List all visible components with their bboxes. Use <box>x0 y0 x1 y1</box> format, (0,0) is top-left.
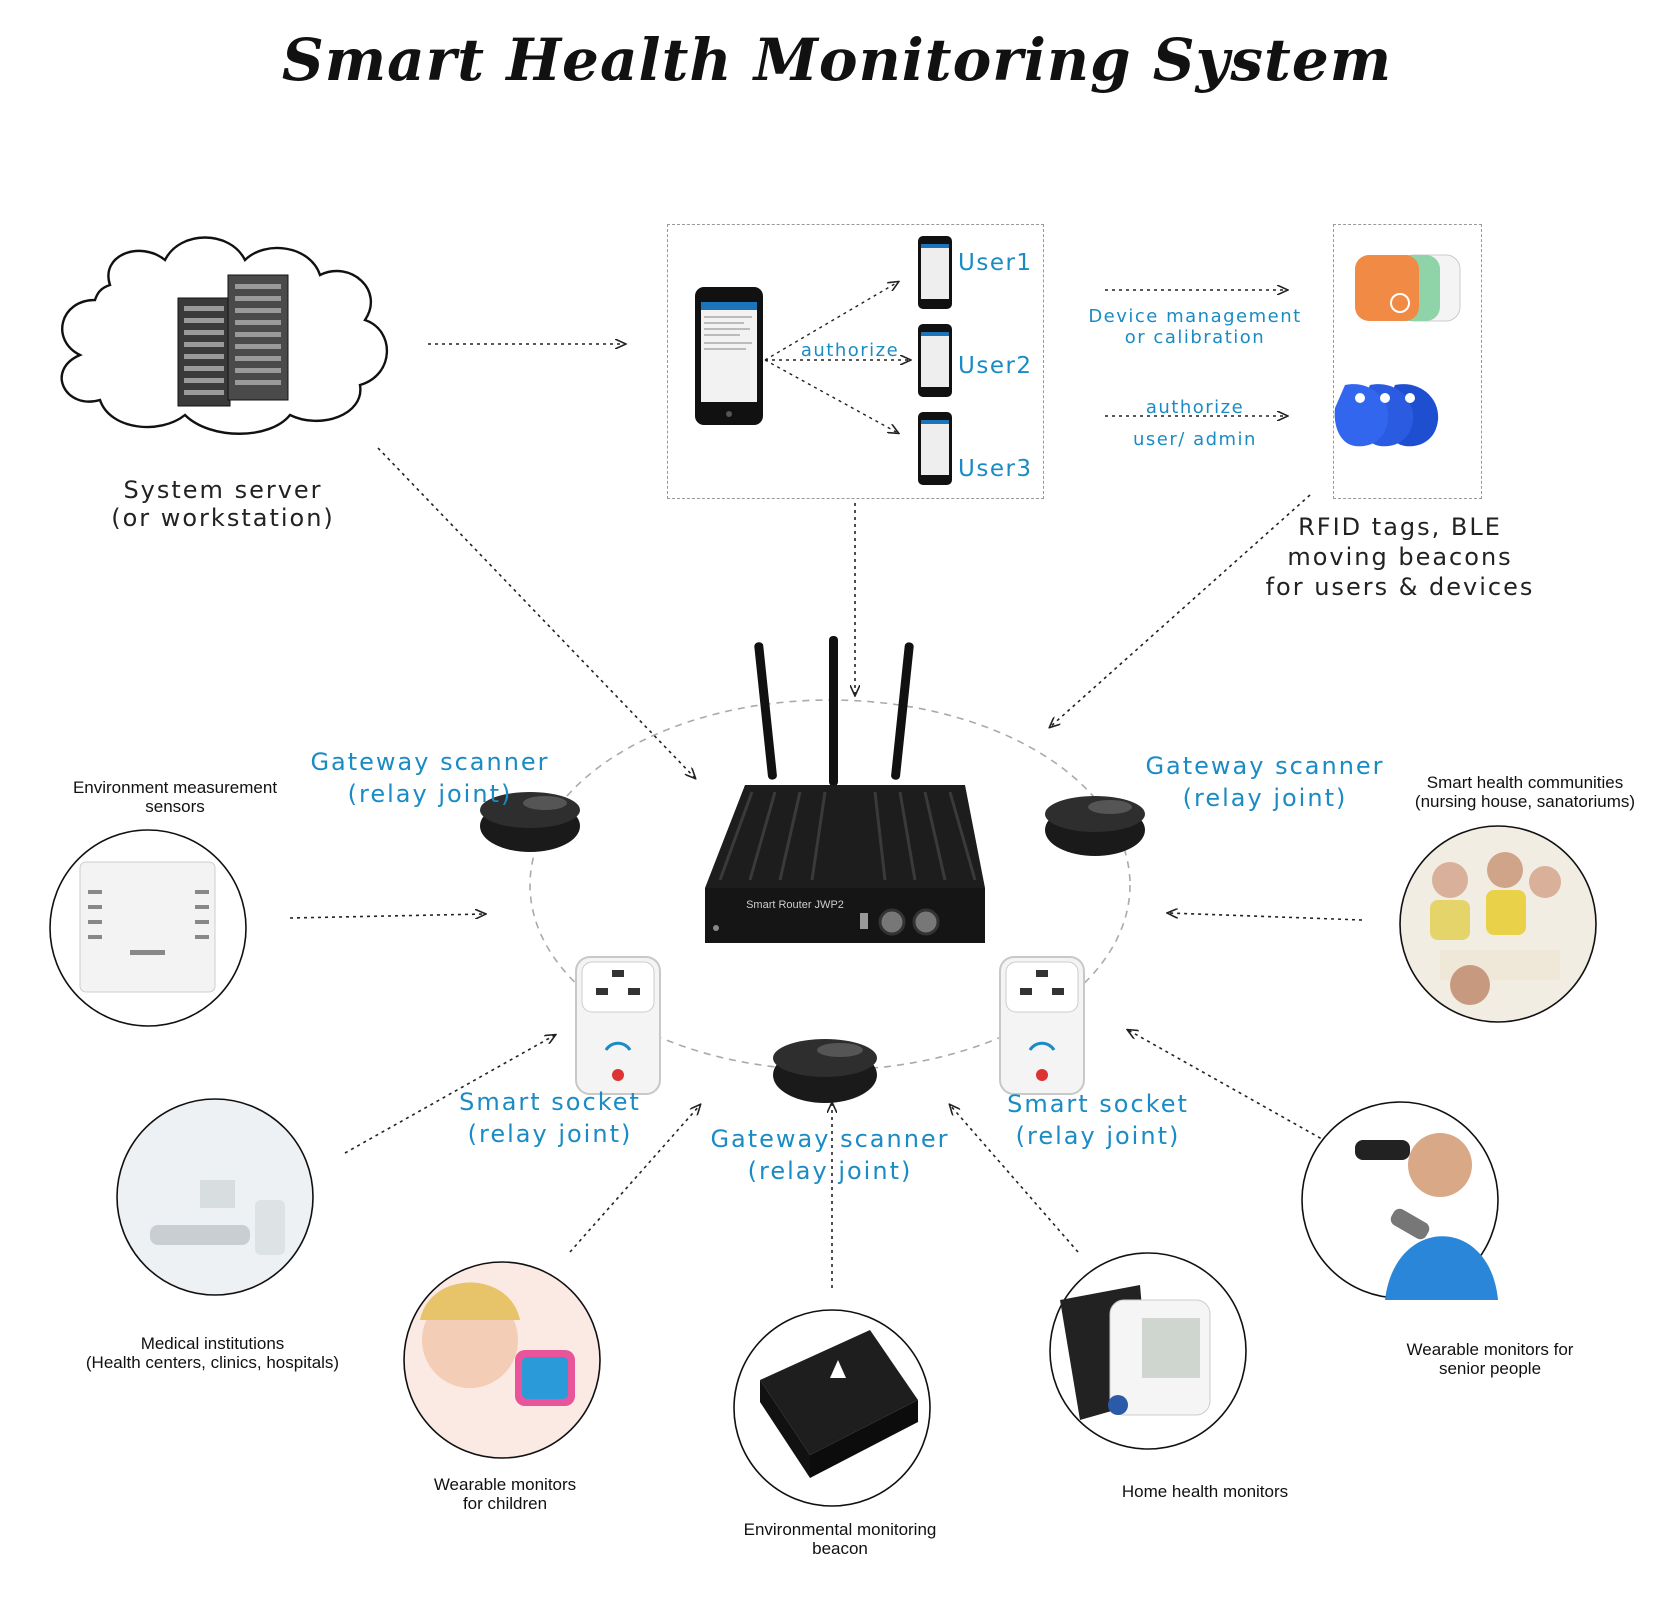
authorize-admin-label: authorize user/ admin <box>1133 397 1257 450</box>
medical-institution-circle <box>116 1098 314 1296</box>
tags-label: RFID tags, BLE moving beacons for users … <box>1265 513 1535 601</box>
page-title: Smart Health Monitoring System <box>281 26 1393 94</box>
device-management-label: Device management or calibration <box>1088 306 1302 348</box>
env-sensors-caption: Environment measurement sensors <box>72 778 278 816</box>
admin-phone-icon <box>695 287 763 425</box>
user1-label: User1 <box>958 250 1033 276</box>
child-wearable-circle <box>403 1261 601 1459</box>
arrow-children <box>569 1105 700 1253</box>
communities-caption: Smart health communities (nursing house,… <box>1414 773 1636 811</box>
user2-label: User2 <box>958 353 1033 379</box>
arrow-authorize-user1 <box>764 282 898 361</box>
gateway-scanner-left <box>480 792 580 852</box>
arrow-server-to-router <box>377 447 695 778</box>
arrow-authorize-user3 <box>764 359 898 433</box>
user-phone-icons <box>918 236 952 485</box>
smart-socket-right <box>999 956 1085 1095</box>
env-beacon-circle <box>733 1309 931 1507</box>
arrow-home <box>950 1105 1079 1253</box>
gateway-label-left: Gateway scanner (relay joint) <box>310 748 550 808</box>
senior-caption: Wearable monitors for senior people <box>1406 1340 1574 1378</box>
gateway-label-bottom: Gateway scanner (relay joint) <box>710 1125 950 1185</box>
children-caption: Wearable monitors for children <box>433 1475 577 1513</box>
env-sensor-circle <box>49 829 247 1027</box>
authorize-label: authorize <box>800 340 900 361</box>
community-circle <box>1399 825 1597 1023</box>
arrow-tags-to-router <box>1050 494 1311 727</box>
smart-socket-left <box>575 956 661 1095</box>
rfid-fob-icons <box>1334 384 1439 447</box>
gateway-label-right: Gateway scanner (relay joint) <box>1145 752 1385 812</box>
arrow-env-sensors <box>289 914 485 918</box>
cloud-server-icon <box>60 236 389 435</box>
gateway-scanner-right <box>1045 796 1145 856</box>
ble-tag-icons <box>1355 254 1461 322</box>
router-label: Smart Router JWP2 <box>746 899 844 911</box>
home-monitor-circle <box>1049 1252 1247 1450</box>
user3-label: User3 <box>958 456 1033 482</box>
user-authorization-box <box>667 224 1044 499</box>
socket-label-right: Smart socket (relay joint) <box>1007 1090 1189 1150</box>
env-beacon-caption: Environmental monitoring beacon <box>743 1520 937 1558</box>
arrow-medical <box>344 1035 555 1154</box>
gateway-scanner-bottom <box>773 1039 877 1103</box>
server-label: System server (or workstation) <box>111 476 335 532</box>
tag-box <box>1333 224 1482 499</box>
senior-wearable-circle <box>1301 1101 1499 1300</box>
medical-caption: Medical institutions (Health centers, cl… <box>85 1334 340 1372</box>
home-caption: Home health monitors <box>1121 1482 1289 1501</box>
smart-router-device <box>705 636 985 943</box>
socket-label-left: Smart socket (relay joint) <box>459 1088 641 1148</box>
arrow-communities <box>1168 913 1363 921</box>
